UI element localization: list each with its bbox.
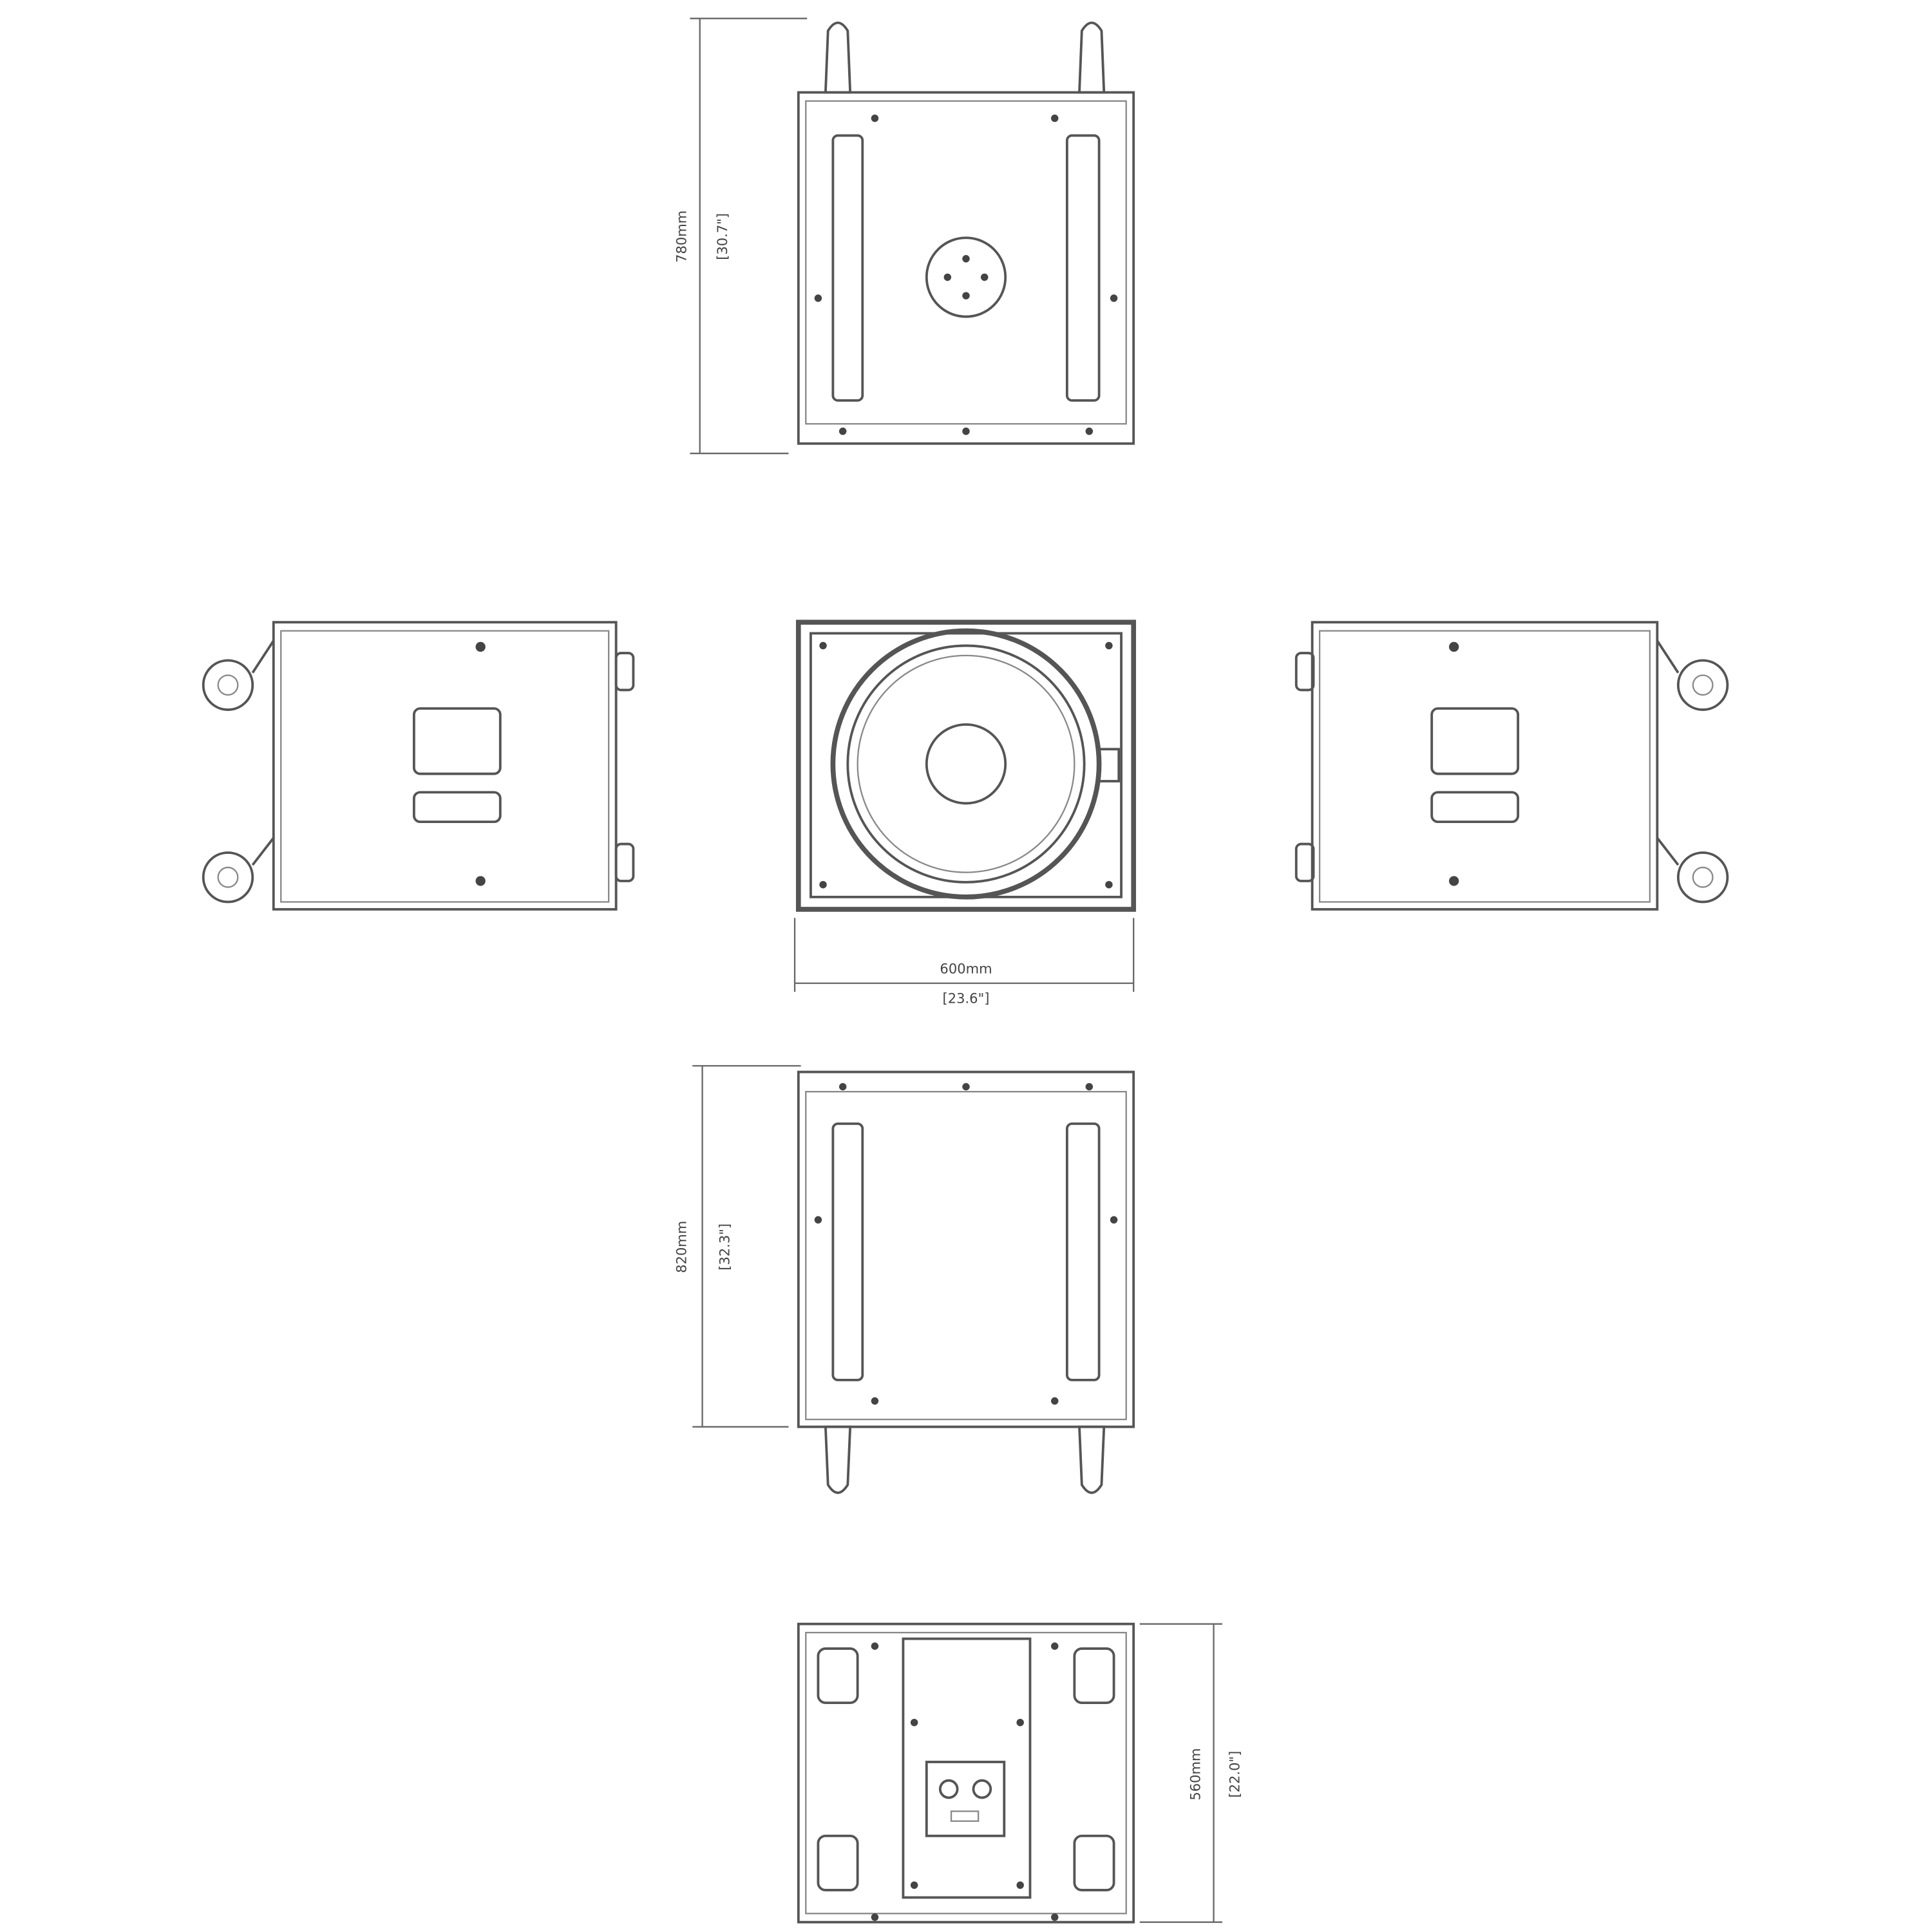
height-mm-label: 780mm bbox=[674, 211, 690, 263]
height-inch-label: [30.7"] bbox=[714, 213, 730, 260]
wheel-icon bbox=[1073, 1834, 1115, 1891]
wheel-icon bbox=[202, 659, 254, 711]
handle bbox=[831, 134, 864, 402]
rear-view: 560mm [22.0"] bbox=[797, 1622, 1243, 1924]
wheel-icon bbox=[202, 851, 254, 904]
woofer bbox=[830, 628, 1102, 900]
caster-icon bbox=[1078, 21, 1106, 94]
top-view: 780mm [30.7"] bbox=[674, 17, 1135, 455]
dust-cap bbox=[925, 723, 1007, 805]
caster-icon bbox=[1078, 1425, 1106, 1494]
caster-icon bbox=[824, 1425, 852, 1494]
rear-height-mm-label: 560mm bbox=[1188, 1748, 1204, 1801]
wheel-icon bbox=[1073, 1647, 1115, 1705]
rear-height-inch-label: [22.0"] bbox=[1227, 1751, 1243, 1798]
handle bbox=[1065, 134, 1101, 402]
wheel-icon bbox=[1676, 851, 1729, 904]
handle bbox=[412, 707, 502, 775]
width-mm-label: 600mm bbox=[940, 960, 992, 976]
handle bbox=[831, 1122, 864, 1381]
left-side-view bbox=[202, 621, 635, 911]
width-inch-label: [23.6"] bbox=[943, 990, 990, 1006]
wheel-icon bbox=[817, 1647, 859, 1705]
caster-icon bbox=[824, 21, 852, 94]
depth-mm-label: 820mm bbox=[674, 1221, 690, 1273]
depth-inch-label: [32.3"] bbox=[717, 1224, 733, 1271]
right-side-view bbox=[1294, 621, 1729, 911]
wheel-icon bbox=[1676, 659, 1729, 711]
handle bbox=[1430, 707, 1520, 775]
front-view: 600mm [23.6"] bbox=[793, 620, 1137, 1006]
handle bbox=[1065, 1122, 1101, 1381]
connector-plate bbox=[925, 236, 1007, 318]
bottom-view: 820mm [32.3"] bbox=[674, 1065, 1135, 1494]
wheel-icon bbox=[817, 1834, 859, 1891]
connector-panel bbox=[925, 1761, 1006, 1837]
